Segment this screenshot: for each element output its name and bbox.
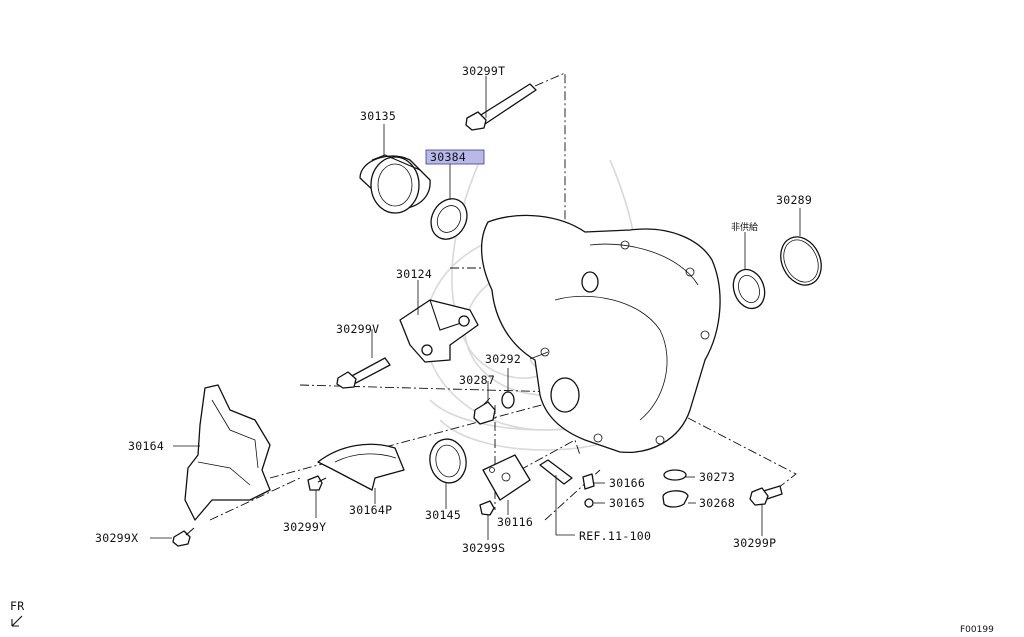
bolt-30299Y[interactable] — [307, 475, 327, 491]
plug-30287[interactable] — [473, 397, 496, 425]
label-30116[interactable]: 30116 — [497, 515, 533, 529]
bracket-30124[interactable] — [399, 299, 479, 363]
label-30164[interactable]: 30164 — [128, 439, 164, 453]
label-30273[interactable]: 30273 — [699, 470, 735, 484]
plug-30268[interactable] — [662, 490, 689, 508]
leader-lines — [150, 76, 801, 540]
cover-30164[interactable] — [184, 384, 271, 521]
ring-30292[interactable] — [501, 391, 515, 409]
label-30124[interactable]: 30124 — [396, 267, 432, 281]
label-30164P[interactable]: 30164P — [349, 503, 392, 517]
label-ref-11-100[interactable]: REF.11-100 — [579, 529, 651, 543]
label-30135[interactable]: 30135 — [360, 109, 396, 123]
label-30299X[interactable]: 30299X — [95, 531, 138, 545]
label-30299Y[interactable]: 30299Y — [283, 520, 326, 534]
front-label: FR — [10, 599, 24, 613]
label-30166[interactable]: 30166 — [609, 476, 645, 490]
label-nonsupply[interactable]: 非供給 — [731, 221, 758, 233]
washer-30273[interactable] — [663, 469, 687, 481]
shield-30164P[interactable] — [317, 443, 405, 491]
label-30292[interactable]: 30292 — [485, 352, 521, 366]
bolt-30299S[interactable] — [479, 500, 495, 516]
bolt-30299T[interactable] — [465, 83, 537, 131]
front-direction-indicator: FR — [10, 599, 24, 627]
label-30384[interactable]: 30384 — [430, 150, 466, 164]
figure-code: F00199 — [960, 625, 994, 635]
sleeve-30135[interactable] — [359, 154, 431, 214]
label-30268[interactable]: 30268 — [699, 496, 735, 510]
label-30299S[interactable]: 30299S — [462, 541, 505, 555]
bolt-30299V[interactable] — [336, 357, 391, 389]
clip-30166[interactable] — [582, 473, 595, 490]
label-30165[interactable]: 30165 — [609, 496, 645, 510]
plug-30165[interactable] — [584, 498, 594, 508]
label-30287[interactable]: 30287 — [459, 373, 495, 387]
plate-30116[interactable] — [482, 454, 531, 501]
bolt-30299X[interactable] — [172, 527, 195, 547]
o-ring-30289[interactable] — [773, 230, 829, 291]
front-arrow-icon — [11, 615, 23, 627]
seal-nonsupply[interactable] — [728, 265, 770, 313]
transmission-case — [480, 214, 721, 454]
bolt-30299P[interactable] — [749, 485, 783, 506]
seal-30145[interactable] — [426, 436, 469, 486]
center-lines — [209, 72, 797, 521]
part-labels: 30299T 30135 30384 30289 非供給 30124 30299… — [95, 64, 812, 555]
label-30299T[interactable]: 30299T — [462, 64, 505, 78]
label-30289[interactable]: 30289 — [776, 193, 812, 207]
highlight-30384 — [425, 149, 485, 165]
oil-seal-30384[interactable] — [424, 192, 474, 245]
label-30299P[interactable]: 30299P — [733, 536, 776, 550]
label-30299V[interactable]: 30299V — [336, 322, 379, 336]
label-30145[interactable]: 30145 — [425, 508, 461, 522]
